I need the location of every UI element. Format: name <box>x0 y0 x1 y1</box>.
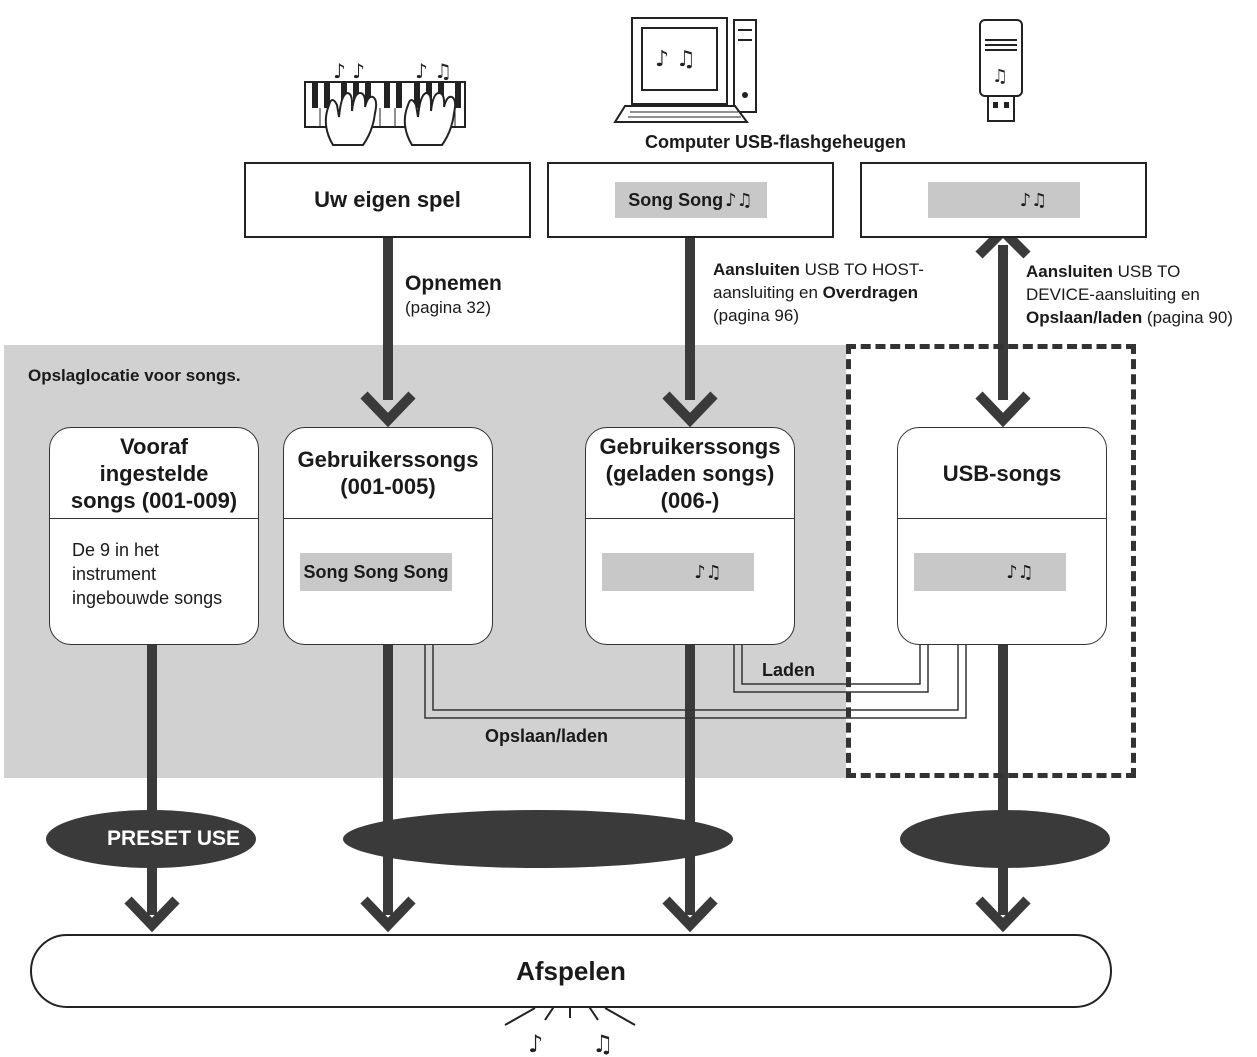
usb-card-title: USB-songs <box>898 428 1106 519</box>
loaded-song-strip: ♪♫ <box>602 553 754 591</box>
computer-icon: ♪ ♫ <box>613 17 757 123</box>
preset-card-title: Vooraf ingestelde songs (001-009) <box>50 428 258 519</box>
user-songs-card: Gebruikerssongs (001-005) Song Song Song <box>283 427 493 645</box>
music-note-icon: ♪♫ <box>1019 189 1048 211</box>
music-note-icon: ♪♫ <box>725 189 753 211</box>
usb-storage-area <box>846 344 1136 778</box>
host-note: Aansluiten USB TO HOST- aansluiting en O… <box>713 260 924 325</box>
computer-box: Song Song ♪♫ <box>547 162 834 238</box>
loaded-songs-card: Gebruikerssongs (geladen songs) (006-) ♪… <box>585 427 795 645</box>
preset-songs-card: Vooraf ingestelde songs (001-009) De 9 i… <box>49 427 259 645</box>
computer-usb-label: Computer USB-flashgeheugen <box>645 132 907 152</box>
user-card-title: Gebruikerssongs (001-005) <box>284 428 492 519</box>
user-song-strip: Song Song Song <box>300 553 452 591</box>
usb-stick-icon: ♫ <box>979 19 1023 122</box>
load-label: Laden <box>762 660 816 680</box>
svg-text:♪ ♫: ♪ ♫ <box>415 59 452 83</box>
piano-hands-icon: ♪ ♪ ♪ ♫ <box>304 59 466 146</box>
music-note-icon: ♪♫ <box>1006 561 1034 583</box>
svg-text:♪ ♫: ♪ ♫ <box>655 47 696 72</box>
preset-card-description: De 9 in het instrument ingebouwde songs <box>72 540 223 608</box>
svg-text:♪: ♪ <box>528 1030 543 1057</box>
sound-burst-icon: ♪ ♫ <box>504 1002 636 1057</box>
device-note: Aansluiten USB TO DEVICE-aansluiting en … <box>1026 262 1233 327</box>
save-load-label: Opslaan/laden <box>485 726 609 746</box>
user-selector-ellipse <box>343 810 733 868</box>
record-note: Opnemen (pagina 32) <box>405 272 502 317</box>
usb-box: ♪♫ <box>860 162 1147 238</box>
usb-song-strip: ♪♫ <box>927 182 1080 218</box>
usb-selector-ellipse <box>900 810 1110 868</box>
svg-text:♫: ♫ <box>992 66 1008 87</box>
preset-selector-label: PRESET USE <box>107 827 241 850</box>
own-play-box: Uw eigen spel <box>244 162 531 238</box>
playback-bar: Afspelen <box>30 934 1112 1008</box>
music-note-icon: ♪♫ <box>694 561 722 583</box>
svg-text:♫: ♫ <box>592 1030 614 1057</box>
storage-area-label: Opslaglocatie voor songs. <box>28 366 241 385</box>
loaded-card-title: Gebruikerssongs (geladen songs) (006-) <box>586 428 794 519</box>
usb-card-song-strip: ♪♫ <box>914 553 1066 591</box>
usb-songs-card: USB-songs ♪♫ <box>897 427 1107 645</box>
computer-song-strip: Song Song ♪♫ <box>614 182 767 218</box>
svg-text:♪ ♪: ♪ ♪ <box>333 59 365 83</box>
